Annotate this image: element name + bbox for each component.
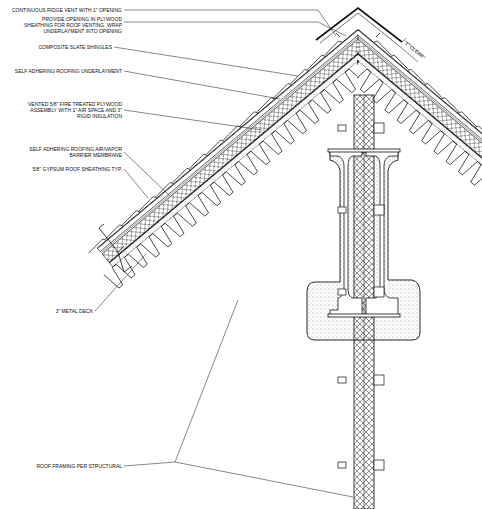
callout-note: 5/8" GYPSUM ROOF SHEATHING TYP. — [2, 166, 122, 172]
bolt-nut — [374, 375, 384, 385]
callout-note: SELF ADHERING ROOFING AIR/VAPOR BARRIER … — [18, 146, 122, 158]
bolt — [338, 125, 346, 131]
bolt-nut — [374, 460, 384, 470]
callout-note: VENTED 5/8" FIRE TREATED PLYWOOD ASSEMBL… — [18, 101, 122, 119]
bolt-nut — [374, 123, 384, 133]
callout-note: PROVIDE OPENING IN PLYWOOD SHEATHING FOR… — [14, 16, 122, 34]
bolt-nut — [374, 287, 384, 297]
callout-note: 3" METAL DECK — [33, 308, 93, 314]
bolt — [338, 462, 346, 468]
bolt — [338, 377, 346, 383]
callout-note: ROOF FRAMING PER STRUCTURAL — [12, 463, 122, 469]
callout-note: CONTINUOUS RIDGE VENT WITH 1" OPENING — [2, 7, 122, 13]
bolt — [338, 207, 346, 213]
dimension-text: 1" CLEAR — [404, 40, 438, 70]
bolt — [338, 289, 346, 295]
callout-note: SELF ADHERING ROOFING UNDERLAYMENT — [2, 68, 122, 74]
callout-note: COMPOSITE SLATE SHINGLES — [12, 44, 112, 50]
bolt-nut — [374, 205, 384, 215]
